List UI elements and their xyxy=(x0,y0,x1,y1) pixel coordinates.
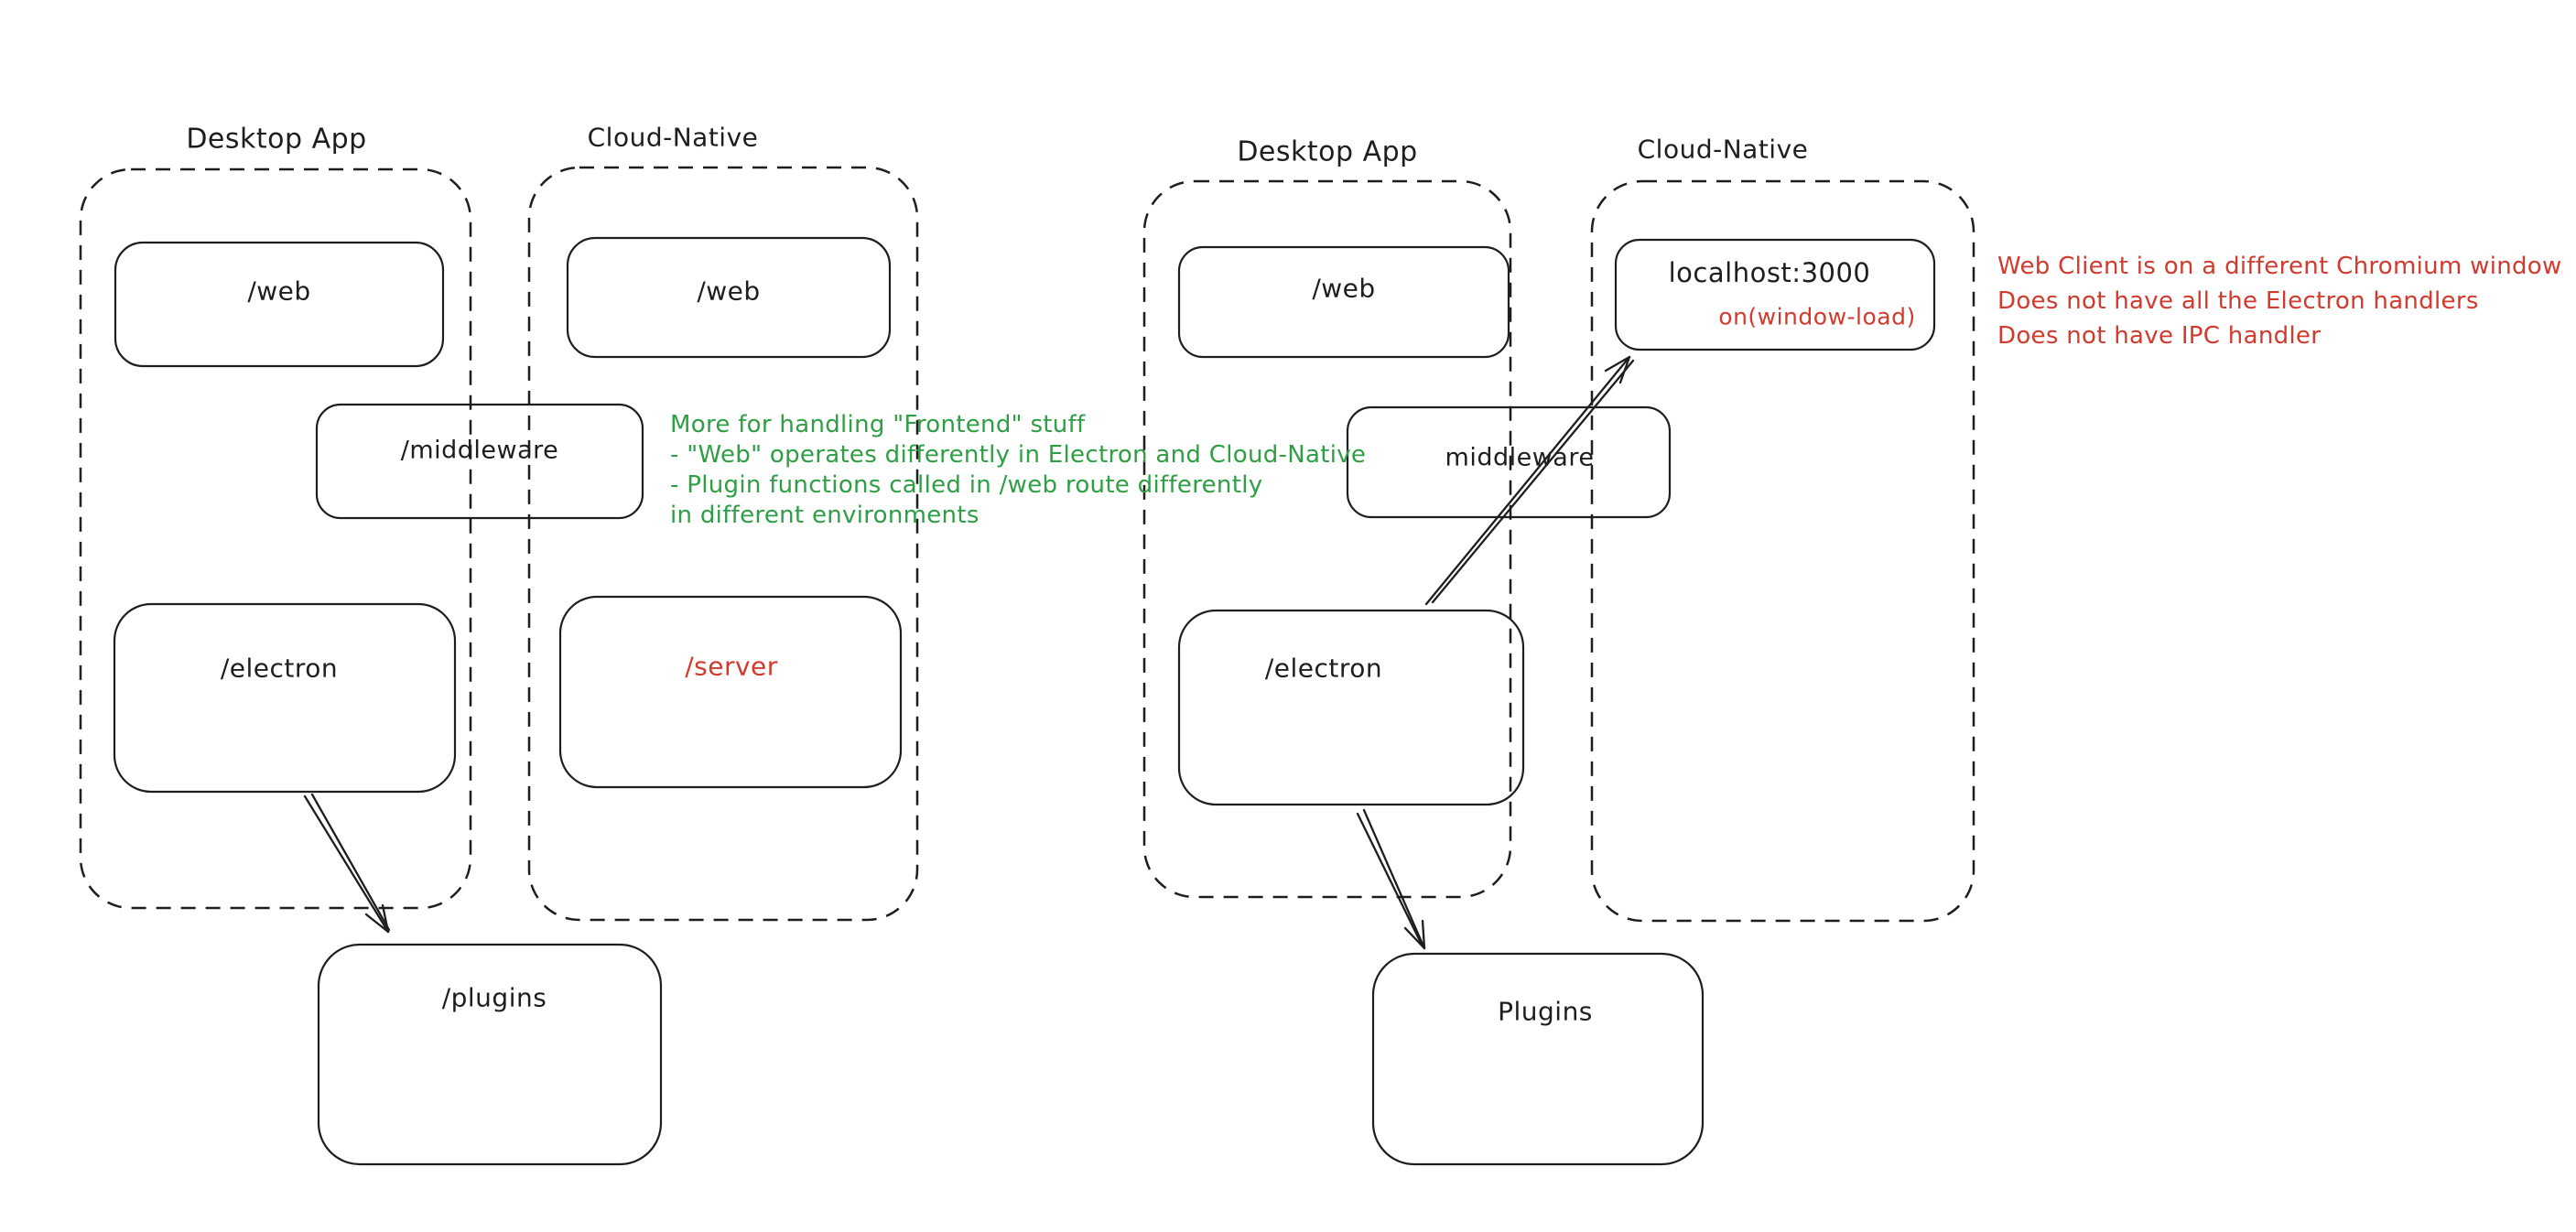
right-desktop-app-label: Desktop App xyxy=(1237,135,1418,168)
red-annotation: Web Client is on a different Chromium wi… xyxy=(1997,249,2562,353)
left-electron-label: /electron xyxy=(220,653,339,684)
right-electron-box xyxy=(1177,609,1525,806)
right-plugins-box xyxy=(1371,952,1705,1166)
arrow-electron-to-plugins-right xyxy=(1356,808,1426,950)
arrow-electron-to-plugins-left xyxy=(303,793,391,934)
red-annotation-line: Web Client is on a different Chromium wi… xyxy=(1997,253,2562,280)
right-desktop-app-container xyxy=(1142,179,1512,899)
left-web-cloud-label: /web xyxy=(697,276,761,307)
right-cloud-native-label: Cloud-Native xyxy=(1637,134,1809,165)
right-middleware-box xyxy=(1346,405,1672,519)
green-annotation: More for handling "Frontend" stuff - "We… xyxy=(670,410,1366,531)
right-localhost-event-label: on(window-load) xyxy=(1718,303,1916,330)
left-plugins-box xyxy=(317,943,663,1166)
right-localhost-box xyxy=(1614,238,1936,351)
left-web-desktop-label: /web xyxy=(247,276,311,307)
right-localhost-label: localhost:3000 xyxy=(1668,257,1871,288)
red-annotation-line: Does not have all the Electron handlers xyxy=(1997,287,2479,315)
left-web-desktop-box xyxy=(114,241,445,368)
left-web-cloud-box xyxy=(566,236,892,359)
right-cloud-native-container xyxy=(1590,179,1975,923)
right-web-box xyxy=(1177,245,1510,359)
left-middleware-box xyxy=(315,403,644,520)
green-annotation-line: More for handling "Frontend" stuff xyxy=(670,411,1086,438)
left-desktop-app-label: Desktop App xyxy=(186,123,367,156)
arrow-electron-to-localhost xyxy=(1424,355,1635,606)
left-plugins-label: /plugins xyxy=(441,982,547,1013)
green-annotation-line: in different environments xyxy=(670,502,980,529)
right-plugins-label: Plugins xyxy=(1498,996,1593,1027)
left-server-box xyxy=(558,595,903,789)
left-cloud-native-label: Cloud-Native xyxy=(587,122,759,153)
red-annotation-line: Does not have IPC handler xyxy=(1997,322,2322,350)
green-annotation-line: - Plugin functions called in /web route … xyxy=(670,471,1263,499)
left-server-label: /server xyxy=(685,651,778,682)
green-annotation-line: - "Web" operates differently in Electron… xyxy=(670,441,1367,469)
left-cloud-native-container xyxy=(527,166,919,922)
right-middleware-label: middleware xyxy=(1445,443,1595,472)
left-middleware-label: /middleware xyxy=(400,436,559,465)
right-web-label: /web xyxy=(1312,273,1376,304)
right-electron-label: /electron xyxy=(1264,653,1383,684)
left-electron-box xyxy=(113,602,457,794)
